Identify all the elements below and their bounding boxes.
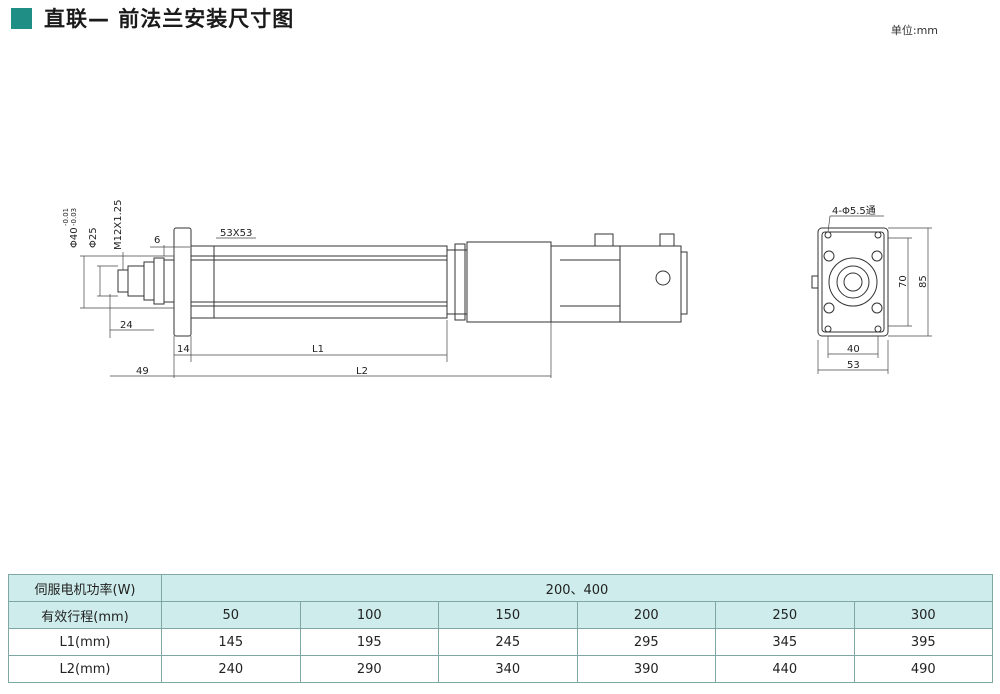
dim-49-label: 49 [136,366,149,377]
mount-hole [874,231,882,239]
flange-neck [163,259,175,303]
body-screw [871,302,883,314]
table-cell: 290 [299,655,439,683]
table-cell: 50 [161,601,301,629]
power-value-cell: 200、400 [161,574,993,602]
body-screw [871,250,883,262]
table-cell: 345 [715,628,855,656]
table-cell: 240 [161,655,301,683]
motor-front [466,241,552,323]
tolerance-upper-label: -0.01 [62,208,70,226]
dim-14-label: 14 [177,344,190,355]
profile-body [190,245,448,319]
motor-body [550,245,682,323]
table-cell: 490 [853,655,993,683]
table-cell: 295 [576,628,716,656]
table-row: 伺服电机功率(W) 200、400 [8,574,993,602]
table-cell: 245 [438,628,578,656]
adapter-plate [454,243,466,321]
table-cell: 145 [161,628,301,656]
section-size-label: 53X53 [220,228,252,239]
dim-L2-label: L2 [356,366,368,377]
stroke-label-cell: 有效行程(mm) [8,601,162,629]
l2-label-cell: L2(mm) [8,655,162,683]
dim-dia-40-label: Φ40 [69,227,80,248]
mount-hole [824,231,832,239]
rod-nut [127,265,145,297]
front-flange [173,227,192,337]
table-cell: 195 [299,628,439,656]
table-cell: 150 [438,601,578,629]
unit-label: 单位:mm [890,24,938,37]
dim-24-label: 24 [120,320,133,331]
mount-hole [874,325,882,333]
end-holes-label: 4-Φ5.5通 [832,205,876,217]
dim-L1-label: L1 [312,344,324,355]
table-row: L1(mm) 145 195 245 295 345 395 [8,628,993,656]
table-cell: 100 [299,601,439,629]
tolerance-lower-label: -0.03 [70,208,78,226]
table-cell: 200 [576,601,716,629]
page-title: 直联— 前法兰安装尺寸图 [44,7,295,31]
spec-table: 伺服电机功率(W) 200、400 有效行程(mm) 50 100 150 20… [8,574,993,683]
body-screw [823,250,835,262]
motor-connector-1 [594,233,614,247]
end-dim-53-label: 53 [847,360,860,371]
table-cell: 390 [576,655,716,683]
body-screw [823,302,835,314]
end-dim-85-label: 85 [918,275,929,288]
page-title-bar: 直联— 前法兰安装尺寸图 [11,5,294,31]
mount-hole [824,325,832,333]
rod-collar [143,261,155,301]
end-dim-70-label: 70 [898,275,909,288]
power-label-cell: 伺服电机功率(W) [8,574,162,602]
dim-dia-25-label: Φ25 [88,227,99,248]
table-cell: 300 [853,601,993,629]
rod-end [117,269,129,293]
motor-adapter [446,249,468,315]
table-cell: 440 [715,655,855,683]
table-row: 有效行程(mm) 50 100 150 200 250 300 [8,601,993,629]
end-view-bore [828,257,878,307]
end-dim-40-label: 40 [847,344,860,355]
motor-connector-2 [659,233,675,247]
table-cell: 340 [438,655,578,683]
table-cell: 395 [853,628,993,656]
motor-encoder-cap [655,270,671,286]
rod-boss [153,257,165,305]
dim-6-label: 6 [154,235,160,246]
table-row: L2(mm) 240 290 340 390 440 490 [8,655,993,683]
title-marker [11,7,32,29]
technical-drawing: Φ40 -0.01 -0.03 Φ25 M12X1.25 6 24 53X53 … [62,200,932,378]
table-cell: 250 [715,601,855,629]
l1-label-cell: L1(mm) [8,628,162,656]
thread-spec-label: M12X1.25 [113,200,124,250]
